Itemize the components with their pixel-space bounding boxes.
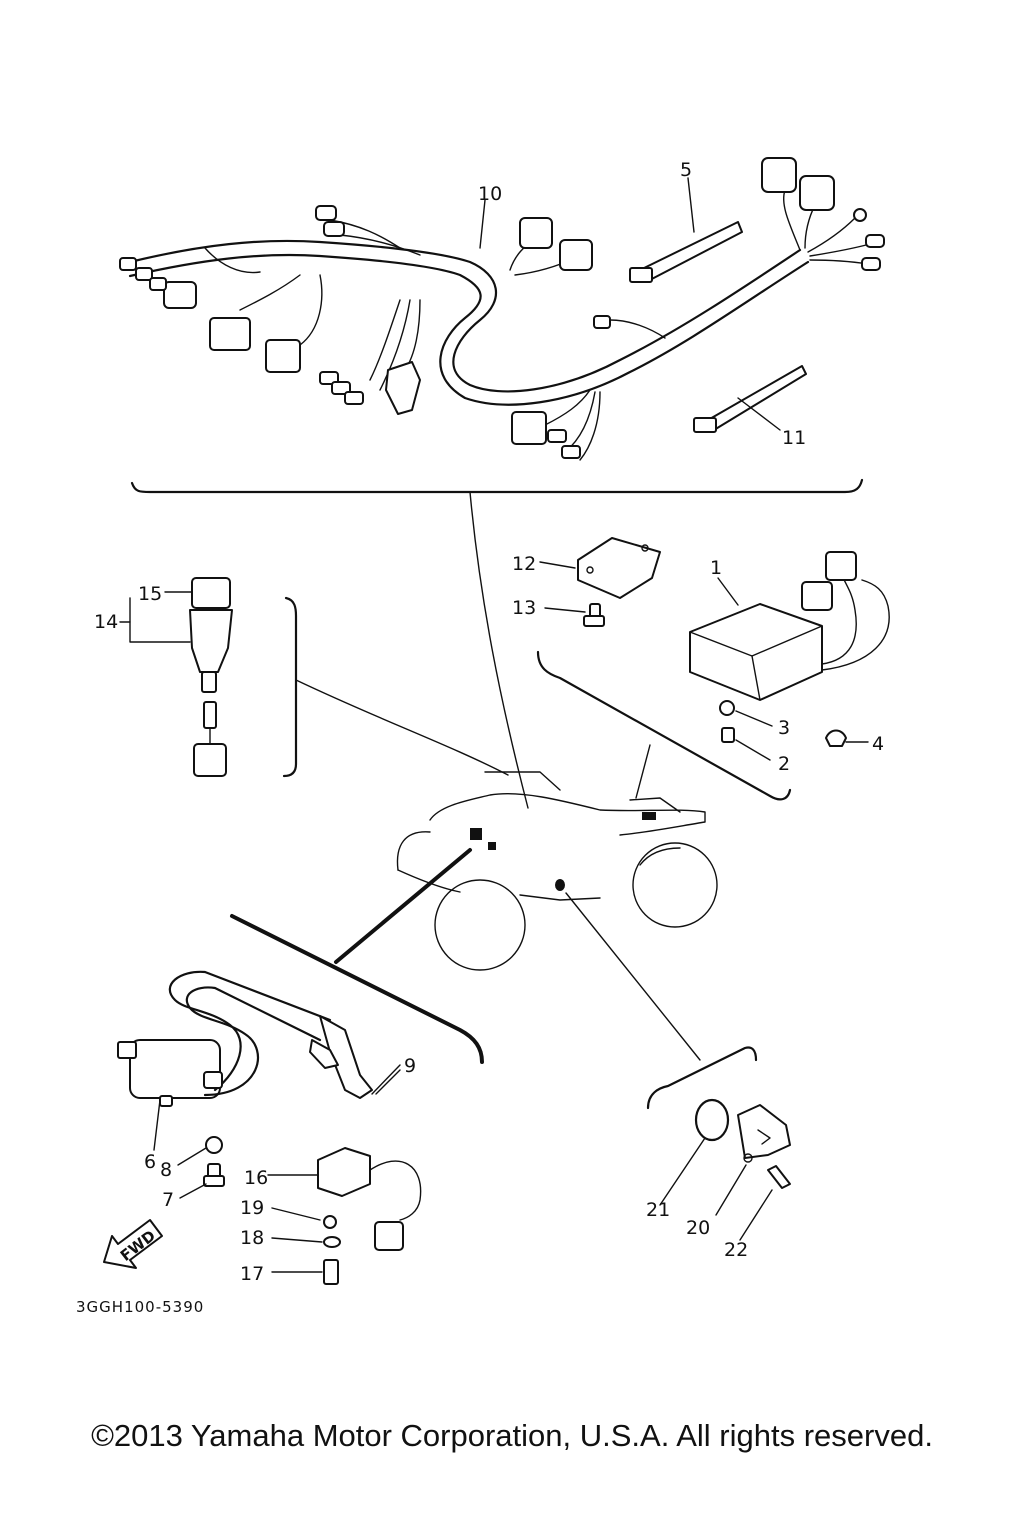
part-number-17: 17 xyxy=(240,1263,264,1285)
wire-harness[interactable] xyxy=(119,157,885,461)
ignition-coil[interactable] xyxy=(117,970,373,1187)
drawing-code: 3GGH100-5390 xyxy=(76,1298,204,1316)
part-number-22: 22 xyxy=(724,1239,748,1261)
part-number-19: 19 xyxy=(240,1197,264,1219)
cable-tie-5[interactable] xyxy=(629,221,743,283)
copyright-notice: ©2013 Yamaha Motor Corporation, U.S.A. A… xyxy=(91,1418,933,1453)
group-bracket-top xyxy=(130,478,864,494)
leader-lines xyxy=(295,491,701,1061)
neutral-switch-bracket xyxy=(646,1046,758,1110)
part-number-13: 13 xyxy=(512,597,536,619)
part-number-20: 20 xyxy=(686,1217,710,1239)
cable-tie-11[interactable] xyxy=(693,365,807,433)
forward-arrow-icon: FWD xyxy=(103,1219,163,1269)
part-number-1: 1 xyxy=(710,557,722,579)
pickup-unit[interactable] xyxy=(317,1147,422,1285)
part-number-11: 11 xyxy=(782,427,806,449)
part-number-4: 4 xyxy=(872,733,884,755)
part-number-21: 21 xyxy=(646,1199,670,1221)
part-number-12: 12 xyxy=(512,553,536,575)
cdi-bracket xyxy=(536,650,792,801)
part-number-15: 15 xyxy=(138,583,162,605)
part-number-16: 16 xyxy=(244,1167,268,1189)
part-labels: 10 5 11 12 13 1 3 2 4 15 14 9 6 8 7 16 1… xyxy=(94,159,884,1285)
part-number-9: 9 xyxy=(404,1055,416,1077)
part-number-18: 18 xyxy=(240,1227,264,1249)
part-number-8: 8 xyxy=(160,1159,172,1181)
neutral-switch[interactable] xyxy=(694,1098,791,1189)
part-number-10: 10 xyxy=(478,183,502,205)
rectifier-regulator[interactable] xyxy=(577,537,661,627)
part-number-6: 6 xyxy=(144,1151,156,1173)
part-number-5: 5 xyxy=(680,159,692,181)
part-number-14: 14 xyxy=(94,611,118,633)
part-number-2: 2 xyxy=(778,753,790,775)
main-switch-bracket xyxy=(282,596,298,778)
main-switch[interactable] xyxy=(189,577,233,777)
part-number-7: 7 xyxy=(162,1189,174,1211)
ignition-bracket xyxy=(230,914,484,1064)
cdi-unit[interactable] xyxy=(689,551,890,747)
part-number-3: 3 xyxy=(778,717,790,739)
